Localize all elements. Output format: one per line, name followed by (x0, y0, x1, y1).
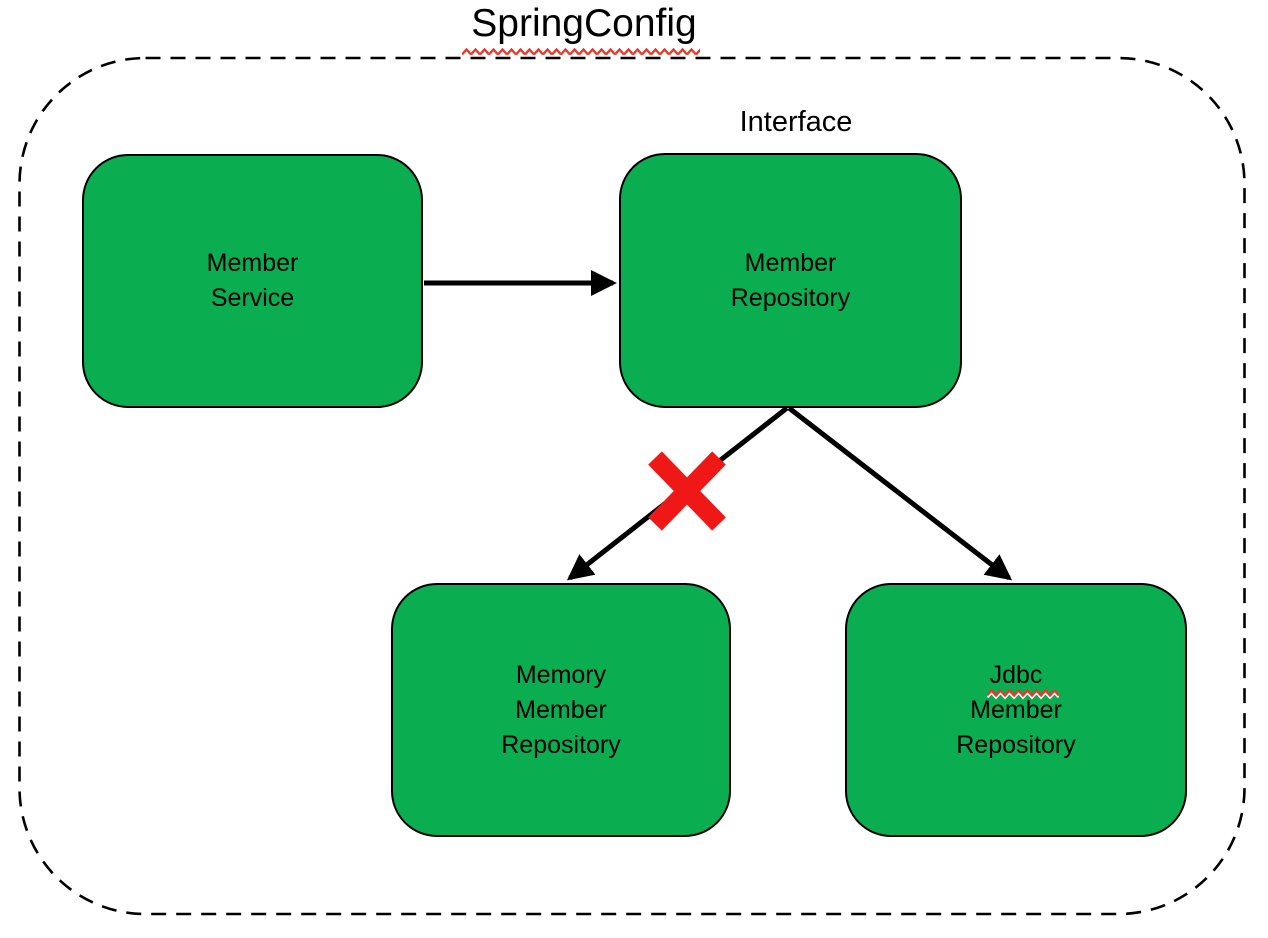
node-member-repository-label: Member Repository (730, 248, 851, 312)
jdbc-rest-label: Member Repository (956, 695, 1076, 759)
jdbc-word: Jdbc (989, 660, 1043, 689)
node-member-repository: Member Repository (619, 153, 962, 408)
node-jdbc-member-repository: Jdbc Member Repository (845, 583, 1187, 837)
red-cross-stroke-2 (648, 451, 726, 531)
edge-member-repository-to-memory-member-repository (566, 406, 789, 581)
node-memory-member-repository-label: Memory Member Repository (501, 660, 621, 759)
interface-label: Interface (739, 106, 853, 138)
jdbc-spellcheck-squiggle-icon (986, 688, 1059, 700)
node-jdbc-member-repository-label: Jdbc Member Repository (956, 658, 1076, 763)
diagram-title: SpringConfig (399, 2, 769, 46)
node-member-service: Member Service (82, 154, 423, 408)
diagram-title-text: SpringConfig (471, 2, 697, 45)
jdbc-squiggle-wave (986, 688, 1059, 697)
title-spellcheck-squiggle-icon (462, 47, 700, 58)
red-cross-icon (648, 451, 726, 531)
title-squiggle-wave (462, 47, 700, 58)
jdbc-word-wrap: Jdbc (986, 658, 1059, 700)
node-memory-member-repository: Memory Member Repository (391, 583, 731, 837)
edge-member-repository-to-jdbc-member-repository (787, 406, 1013, 581)
red-cross-stroke-1 (648, 451, 726, 531)
node-member-service-label: Member Service (206, 249, 299, 312)
